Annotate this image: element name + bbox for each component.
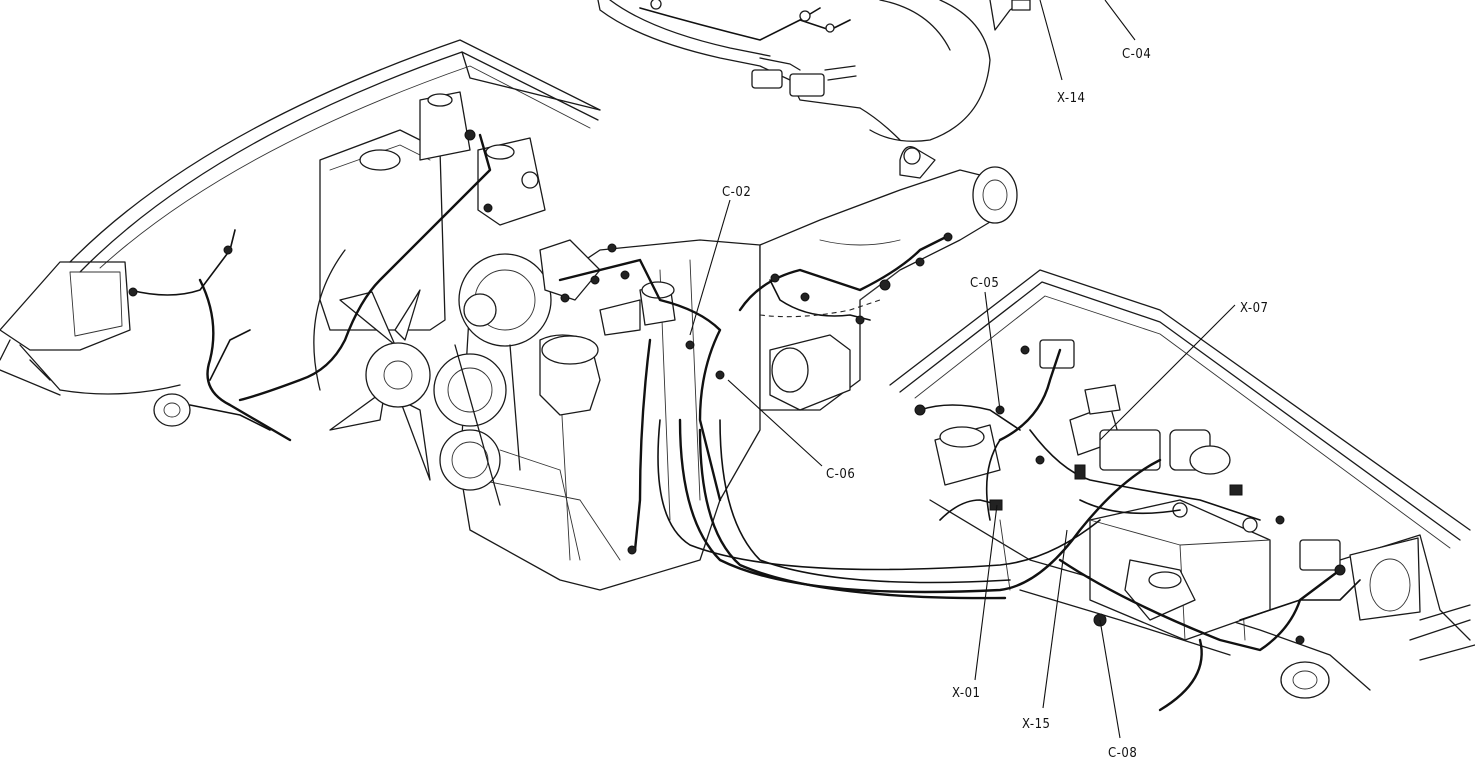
leader-x07 (1099, 304, 1236, 441)
leader-c02 (689, 199, 731, 336)
callout-labels: C-04 X-14 C-02 C-05 X-07 C-06 X-01 X-15 … (722, 47, 1268, 761)
engine-block (319, 91, 1018, 591)
car-front-top-view (597, 0, 1031, 142)
label-x14: X-14 (1057, 91, 1085, 106)
label-x07: X-07 (1240, 301, 1268, 316)
label-c02: C-02 (722, 185, 751, 200)
label-c08: C-08 (1108, 746, 1137, 761)
label-c05: C-05 (970, 276, 999, 291)
right-fender-body (153, 269, 1475, 699)
label-x01: X-01 (952, 686, 980, 701)
callout-leaders (689, 0, 1236, 739)
leader-c06 (727, 379, 823, 467)
leader-c05 (984, 291, 1001, 411)
leader-x14 (1039, 0, 1063, 81)
leader-x01 (974, 504, 998, 681)
label-c06: C-06 (826, 467, 855, 482)
leader-c04 (1104, 0, 1136, 41)
label-c04: C-04 (1122, 47, 1151, 62)
wiring-harness (128, 129, 1361, 712)
fan-and-pulleys (313, 239, 601, 506)
leader-x15 (1042, 529, 1068, 709)
label-x15: X-15 (1022, 717, 1050, 732)
leader-c08 (1099, 619, 1121, 739)
body-shell-outline (0, 39, 601, 396)
